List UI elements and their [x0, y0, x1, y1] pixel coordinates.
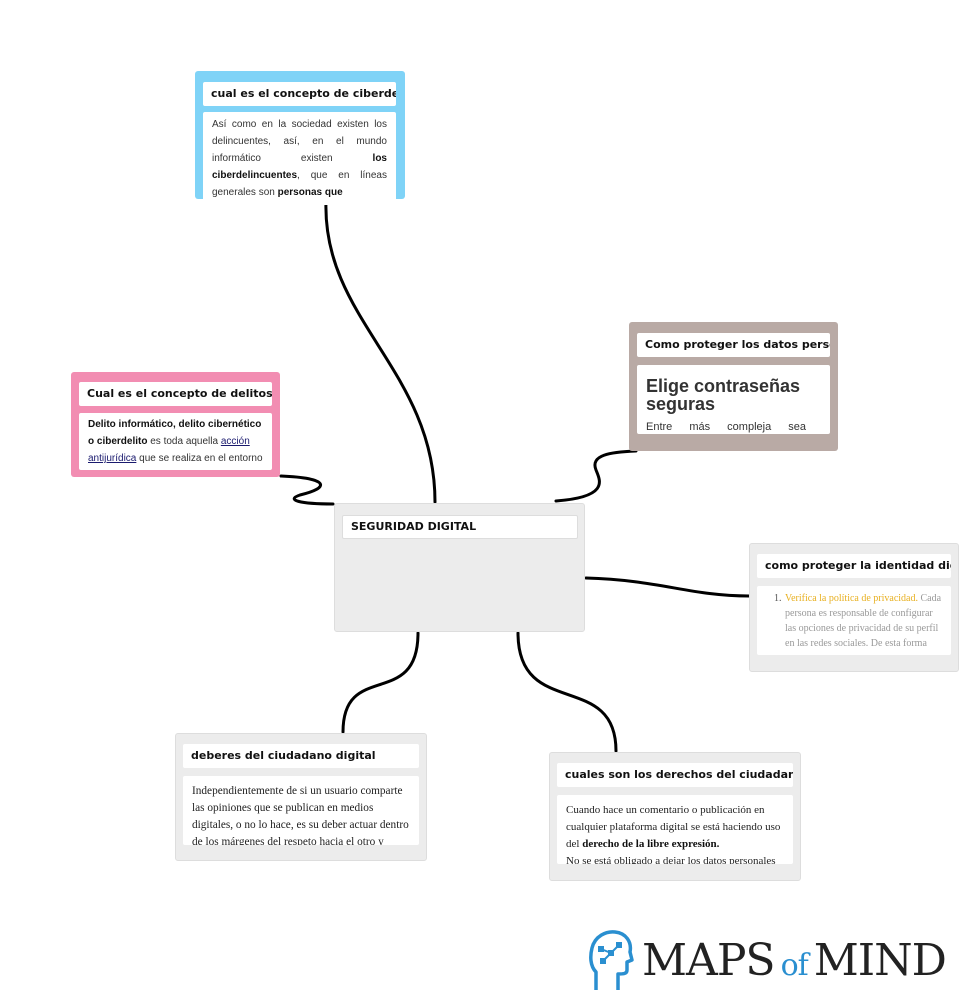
body-bold: derecho de la libre expresión. — [582, 838, 720, 850]
node-datos-personales[interactable]: Como proteger los datos personales Elige… — [629, 322, 838, 451]
node-title: como proteger la identidad digital — [757, 554, 951, 578]
node-body: Cuando hace un comentario o publicación … — [557, 795, 793, 864]
node-identidad-digital[interactable]: como proteger la identidad digital 1.Ver… — [749, 543, 959, 672]
body-bold: los ciberdelincuentes — [212, 153, 387, 181]
body-text: No se está obligado a dejar los datos pe… — [566, 855, 776, 864]
accion-antijuridica-link[interactable]: acción antijurídica — [88, 436, 250, 464]
body-text: Cuando hace un comentario o publicación … — [566, 804, 781, 850]
node-ciberdelincuente[interactable]: cual es el concepto de ciberdelincuente … — [195, 71, 405, 205]
node-title: cuales son los derechos del ciudadano di… — [557, 763, 793, 787]
body-bold: personas que — [277, 187, 343, 198]
body-text: , que en líneas generales son — [212, 170, 387, 198]
node-body: Independientemente de si un usuario comp… — [183, 776, 419, 845]
node-title: Cual es el concepto de delitos informáti… — [79, 382, 272, 406]
body-text: Entre más compleja sea tu — [646, 421, 806, 434]
node-title: deberes del ciudadano digital — [183, 744, 419, 768]
node-body: Elige contraseñas seguras Entre más comp… — [637, 365, 830, 434]
node-body: Así como en la sociedad existen los deli… — [203, 112, 396, 205]
logo-mind: MIND — [813, 934, 947, 986]
body-text: Cada persona es responsable de configura… — [785, 593, 942, 649]
node-title: cual es el concepto de ciberdelincuente — [203, 82, 396, 106]
node-derechos[interactable]: cuales son los derechos del ciudadano di… — [549, 752, 801, 881]
link-datos — [554, 449, 638, 503]
central-node[interactable]: SEGURIDAD DIGITAL — [334, 503, 585, 632]
logo-of: of — [780, 947, 809, 983]
node-body: Delito informático, delito cibernético o… — [79, 413, 272, 470]
node-delitos[interactable]: Cual es el concepto de delitos informáti… — [71, 372, 280, 477]
logo-maps: MAPS — [642, 934, 776, 986]
node-body: 1.Verifica la política de privacidad. Ca… — [757, 586, 951, 655]
body-heading: Elige contraseñas seguras — [646, 376, 801, 414]
link-ciberdelincuente — [324, 199, 437, 504]
highlight-text: Verifica la política de privacidad. — [785, 593, 918, 604]
node-deberes[interactable]: deberes del ciudadano digital Independie… — [175, 733, 427, 861]
head-network-icon — [589, 930, 634, 990]
link-derechos — [516, 631, 618, 753]
list-number: 1. — [774, 593, 782, 604]
link-delitos — [279, 474, 335, 506]
body-text: que se realiza en el entorno — [136, 453, 263, 464]
link-deberes — [341, 631, 420, 734]
body-text: Así como en la sociedad existen los deli… — [212, 119, 387, 164]
body-text: es toda aquella — [147, 436, 221, 447]
central-node-title: SEGURIDAD DIGITAL — [342, 515, 578, 539]
link-identidad — [584, 576, 751, 598]
node-title: Como proteger los datos personales — [637, 333, 830, 357]
body-bold: Delito informático, delito cibernético o… — [88, 419, 262, 447]
